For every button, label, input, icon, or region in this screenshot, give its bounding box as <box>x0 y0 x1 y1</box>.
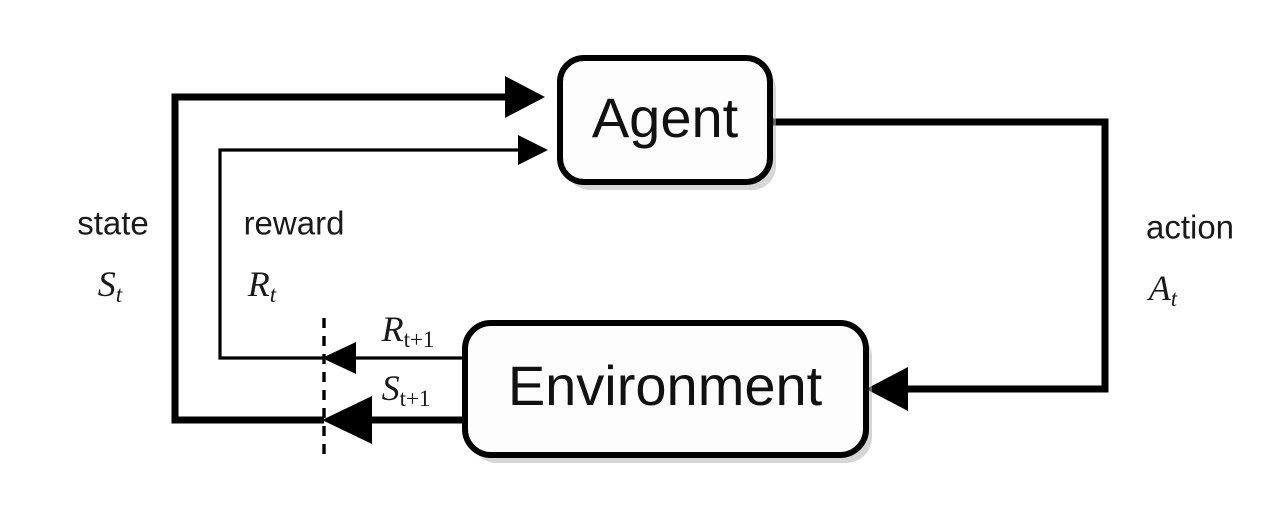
label-action: action At <box>1146 209 1234 312</box>
state-symbol-base: S <box>98 264 116 304</box>
agent-box <box>557 55 773 185</box>
state-symbol-sub: t <box>116 282 123 307</box>
edge-reward-feedback <box>218 135 548 360</box>
action-symbol-base: A <box>1147 268 1172 308</box>
label-reward: reward Rt <box>244 205 345 308</box>
node-environment[interactable]: Environment <box>462 320 872 463</box>
edge-state-feedback <box>171 76 545 424</box>
reward-feedback-arrowhead <box>518 135 548 165</box>
reward-feedback-line <box>218 148 522 360</box>
action-arrowhead <box>866 367 908 411</box>
environment-box <box>462 320 869 458</box>
reward-symbol-base: R <box>247 264 270 304</box>
reward-word-label: reward <box>244 205 345 242</box>
edge-state-next <box>322 396 465 444</box>
reward-symbol-label: Rt <box>247 264 277 307</box>
state-symbol-label: St <box>98 264 123 307</box>
action-word-label: action <box>1146 209 1234 246</box>
edge-action <box>770 118 1109 411</box>
reward-next-arrowhead <box>322 342 356 374</box>
node-agent[interactable]: Agent <box>557 55 776 190</box>
state-next-symbol-label: St+1 <box>382 368 431 411</box>
action-line <box>770 118 1109 393</box>
state-feedback-arrowhead <box>505 76 545 118</box>
action-symbol-sub: t <box>1171 286 1178 311</box>
state-feedback-line <box>171 93 515 424</box>
state-next-symbol-base: S <box>382 368 400 408</box>
state-word-label: state <box>77 205 149 242</box>
action-symbol-label: At <box>1147 268 1178 311</box>
reward-next-symbol-sub: t+1 <box>404 327 435 352</box>
edge-reward-next <box>322 342 465 374</box>
agent-label: Agent <box>592 86 739 149</box>
reward-symbol-sub: t <box>270 282 277 307</box>
reward-next-symbol-label: Rt+1 <box>381 309 435 352</box>
environment-label: Environment <box>508 354 823 417</box>
reward-next-symbol-base: R <box>381 309 404 349</box>
label-state: state St <box>77 205 149 308</box>
state-next-symbol-sub: t+1 <box>400 386 431 411</box>
state-next-arrowhead <box>322 396 372 444</box>
